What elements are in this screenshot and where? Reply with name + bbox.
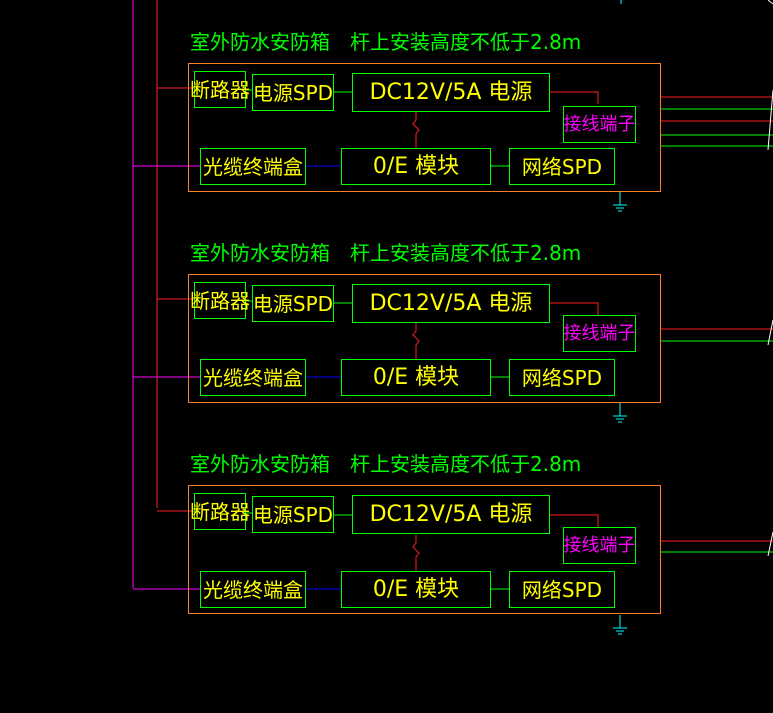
power-supply-box: DC12V/5A 电源 [352, 495, 550, 534]
network-spd-box: 网络SPD [509, 148, 615, 185]
network-spd-box: 网络SPD [509, 571, 615, 608]
oe-module-box: 0/E 模块 [341, 148, 491, 185]
breaker-box: 断路器 [190, 282, 250, 319]
psu-module-wire [412, 535, 420, 571]
power-spd-box: 电源SPD [252, 496, 334, 533]
enclosure-frame [188, 485, 661, 614]
power-spd-box: 电源SPD [252, 285, 334, 322]
power-supply-box: DC12V/5A 电源 [352, 73, 550, 112]
fiber-terminal-box: 光缆终端盒 [200, 359, 306, 396]
cabinet-title: 室外防水安防箱 杆上安装高度不低于2.8m [190, 452, 582, 476]
psu-module-wire [412, 323, 420, 359]
ground-icon [613, 407, 627, 423]
ground-icon [613, 619, 627, 635]
oe-module-box: 0/E 模块 [341, 571, 491, 608]
terminal-block-box: 接线端子 [563, 106, 636, 143]
cabinet-title: 室外防水安防箱 杆上安装高度不低于2.8m [190, 30, 582, 54]
psu-terminal-wire [550, 514, 599, 527]
cable-slash-mark [767, 319, 773, 346]
breaker-box: 断路器 [190, 493, 250, 530]
network-spd-box: 网络SPD [509, 359, 615, 396]
cabinet-title: 室外防水安防箱 杆上安装高度不低于2.8m [190, 241, 582, 265]
top-right-tick [767, 0, 773, 5]
terminal-block-box: 接线端子 [563, 527, 636, 564]
psu-terminal-wire [550, 91, 599, 104]
psu-terminal-wire [550, 302, 599, 315]
cable-slash-mark [767, 531, 773, 557]
breaker-box: 断路器 [190, 71, 250, 108]
psu-module-wire [412, 112, 420, 148]
oe-module-box: 0/E 模块 [341, 359, 491, 396]
enclosure-frame [188, 63, 661, 192]
fiber-terminal-box: 光缆终端盒 [200, 571, 306, 608]
enclosure-frame [188, 274, 661, 403]
terminal-block-box: 接线端子 [563, 315, 636, 352]
fiber-terminal-box: 光缆终端盒 [200, 148, 306, 185]
power-supply-box: DC12V/5A 电源 [352, 284, 550, 323]
cable-slash-mark [767, 89, 773, 151]
ground-icon [613, 196, 627, 212]
power-spd-box: 电源SPD [252, 74, 334, 111]
